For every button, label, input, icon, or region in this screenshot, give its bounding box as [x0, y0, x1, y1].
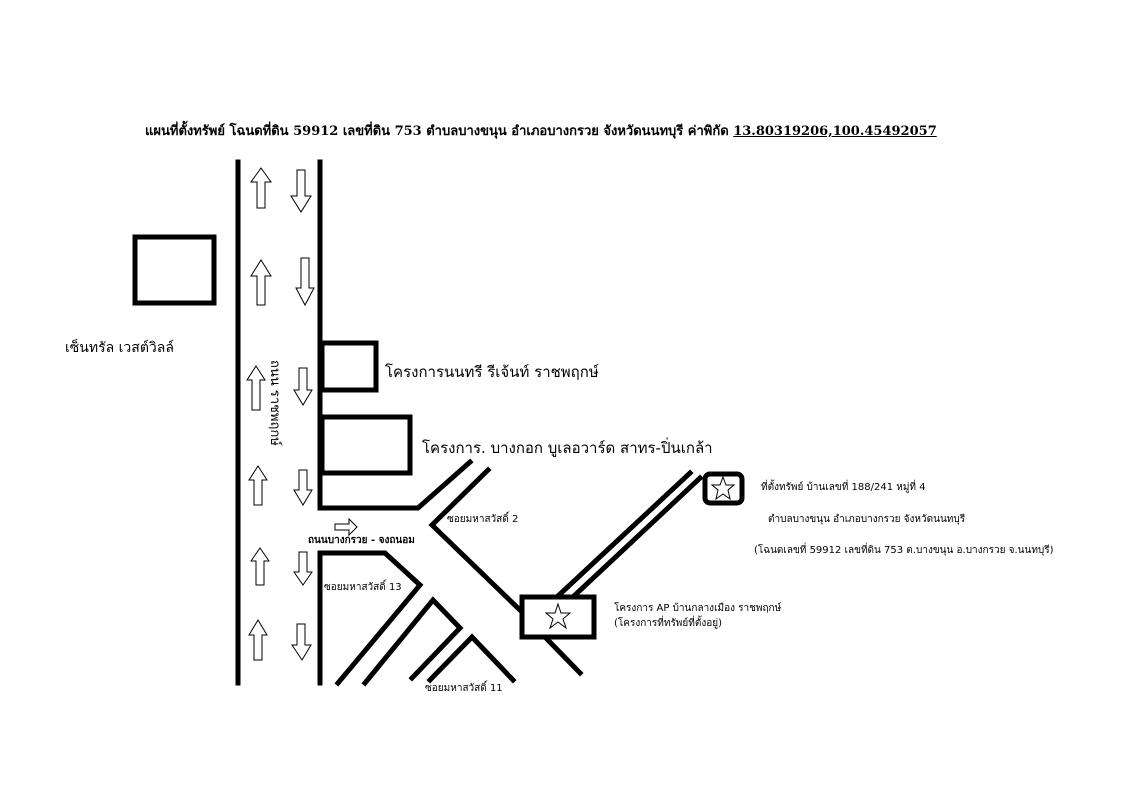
soi-13-edge — [317, 550, 424, 687]
access-road-edge-2 — [570, 474, 704, 600]
soi-2-edge — [428, 466, 526, 616]
arrow-up-icon — [248, 619, 268, 661]
arrow-down-icon — [293, 469, 313, 506]
nonthree-regent-box — [319, 340, 379, 393]
title-text: แผนที่ตั้งทรัพย์ โฉนดที่ดิน 59912 เลขที่… — [145, 124, 729, 139]
property-address-line1: ที่ตั้งทรัพย์ บ้านเลขที่ 188/241 หมู่ที่… — [761, 482, 926, 493]
ap-star-icon — [544, 602, 572, 630]
property-deed-info: (โฉนดเลขที่ 59912 เลขที่ดิน 753 ต.บางขนุ… — [754, 545, 1054, 556]
arrow-down-icon — [293, 367, 313, 406]
star-markers — [544, 475, 736, 630]
bangkruai-road-north-edge — [317, 458, 474, 511]
arrow-down-icon — [291, 623, 312, 661]
nonthree-regent-label: โครงการนนทรี รีเจ้นท์ ราชพฤกษ์ — [385, 363, 599, 381]
coordinates-link[interactable]: 13.80319206,100.45492057 — [733, 124, 937, 139]
soi-block-edge — [361, 596, 464, 687]
bangkok-boulevard-box — [319, 414, 413, 476]
arrow-up-icon — [250, 547, 270, 586]
soi-13-label: ซอยมหาสวัสดิ์ 13 — [324, 582, 402, 593]
arrow-up-icon — [248, 465, 268, 506]
ap-project-label: โครงการ AP บ้านกลางเมือง ราชพฤกษ์ (โครงก… — [614, 601, 781, 631]
soi-2-continuation — [541, 633, 584, 677]
arrow-up-icon — [246, 365, 266, 411]
soi-11-edge — [426, 633, 517, 684]
arrow-up-icon — [250, 167, 272, 209]
access-road-edge-1 — [554, 469, 694, 600]
bangkruai-road-label: ถนนบางกรวย - จงถนอม — [308, 535, 415, 546]
map-title: แผนที่ตั้งทรัพย์ โฉนดที่ดิน 59912 เลขที่… — [145, 120, 937, 141]
ap-project-note: (โครงการที่ทรัพย์ที่ตั้งอยู่) — [614, 618, 722, 629]
ratchaphruek-road-label: ถนน ราชพฤกษ์ — [267, 360, 282, 446]
arrow-up-icon — [250, 259, 272, 306]
property-star-icon — [710, 475, 736, 501]
central-westville-label: เซ็นทรัล เวสต์วิลล์ — [65, 340, 174, 356]
soi-2-label: ซอยมหาสวัสดิ์ 2 — [447, 514, 519, 525]
arrow-down-icon — [293, 551, 313, 586]
arrow-down-icon — [295, 257, 315, 307]
bangkok-boulevard-label: โครงการ. บางกอก บูเลอวาร์ด สาทร-ปิ่นเกล้… — [422, 439, 713, 457]
traffic-arrows — [246, 167, 358, 661]
arrow-down-icon — [290, 169, 312, 213]
arrow-right-icon — [334, 517, 358, 537]
property-address-line2: ตำบลบางขนุน อำเภอบางกรวย จังหวัดนนทบุรี — [768, 514, 966, 525]
ap-project-name: โครงการ AP บ้านกลางเมือง ราชพฤกษ์ — [614, 603, 782, 614]
soi-11-label: ซอยมหาสวัสดิ์ 11 — [425, 683, 503, 694]
central-westville-box — [132, 234, 217, 306]
